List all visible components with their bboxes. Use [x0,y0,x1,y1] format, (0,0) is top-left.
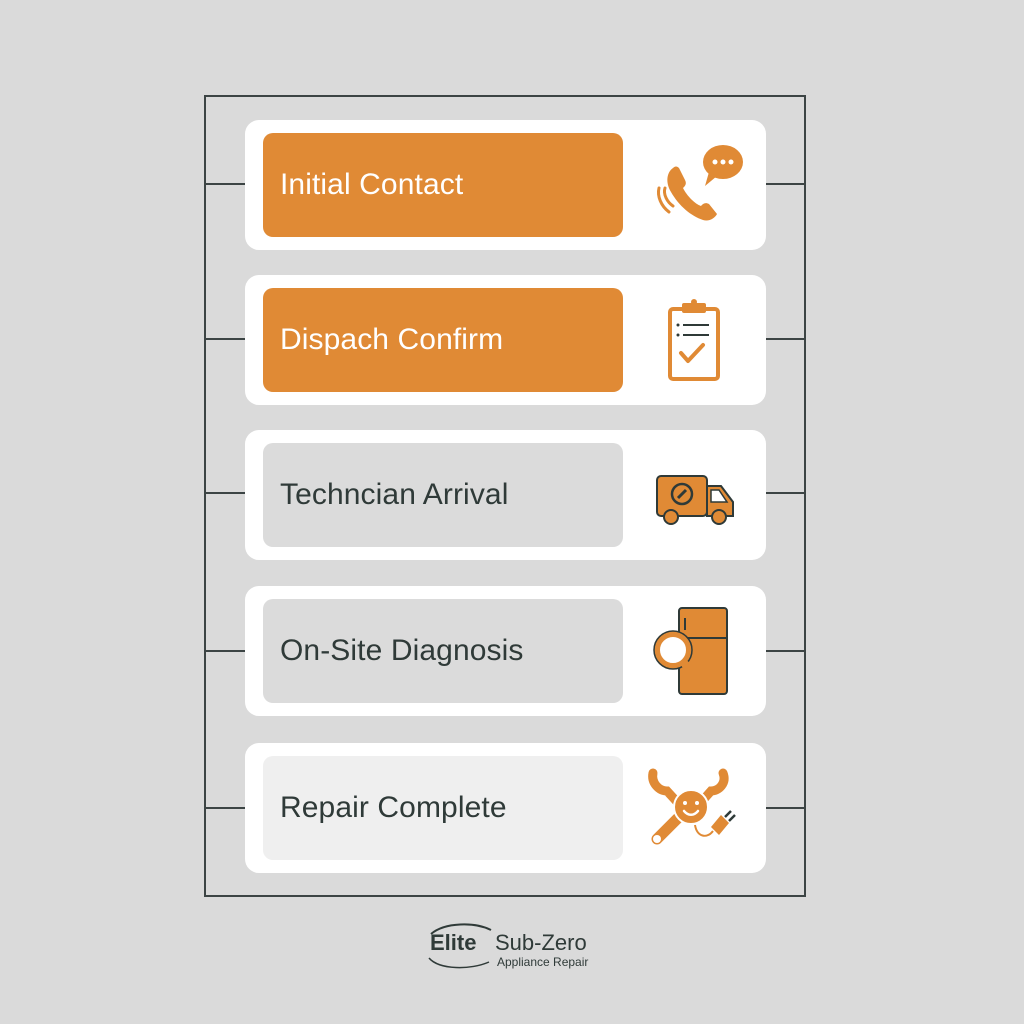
logo-name: Sub-Zero [495,930,587,955]
connector-right-5 [766,807,806,809]
connector-right-3 [766,492,806,494]
company-logo: Elite Sub-Zero Appliance Repair [425,918,615,973]
connector-left-5 [204,807,245,809]
step-label: Techncian Arrival [263,443,623,547]
connector-left-1 [204,183,245,185]
phone-chat-icon [645,140,745,230]
connector-right-4 [766,650,806,652]
logo-brand: Elite [430,930,477,955]
logo-tagline: Appliance Repair [497,955,589,969]
connector-left-3 [204,492,245,494]
clipboard-check-icon [645,295,745,385]
connector-right-2 [766,338,806,340]
step-card-technician-arrival[interactable]: Techncian Arrival [245,430,766,560]
fridge-magnifier-icon [645,606,745,696]
step-label: Initial Contact [263,133,623,237]
smiling-wrench-plug-icon [645,763,745,853]
service-van-icon [645,450,745,540]
logo-swoosh-icon [428,923,492,969]
process-frame [204,95,806,897]
step-card-dispatch-confirm[interactable]: Dispach Confirm [245,275,766,405]
step-card-on-site-diagnosis[interactable]: On-Site Diagnosis [245,586,766,716]
connector-left-2 [204,338,245,340]
step-label: Repair Complete [263,756,623,860]
step-card-initial-contact[interactable]: Initial Contact [245,120,766,250]
step-label: On-Site Diagnosis [263,599,623,703]
connector-left-4 [204,650,245,652]
connector-right-1 [766,183,806,185]
step-label: Dispach Confirm [263,288,623,392]
step-card-repair-complete[interactable]: Repair Complete [245,743,766,873]
